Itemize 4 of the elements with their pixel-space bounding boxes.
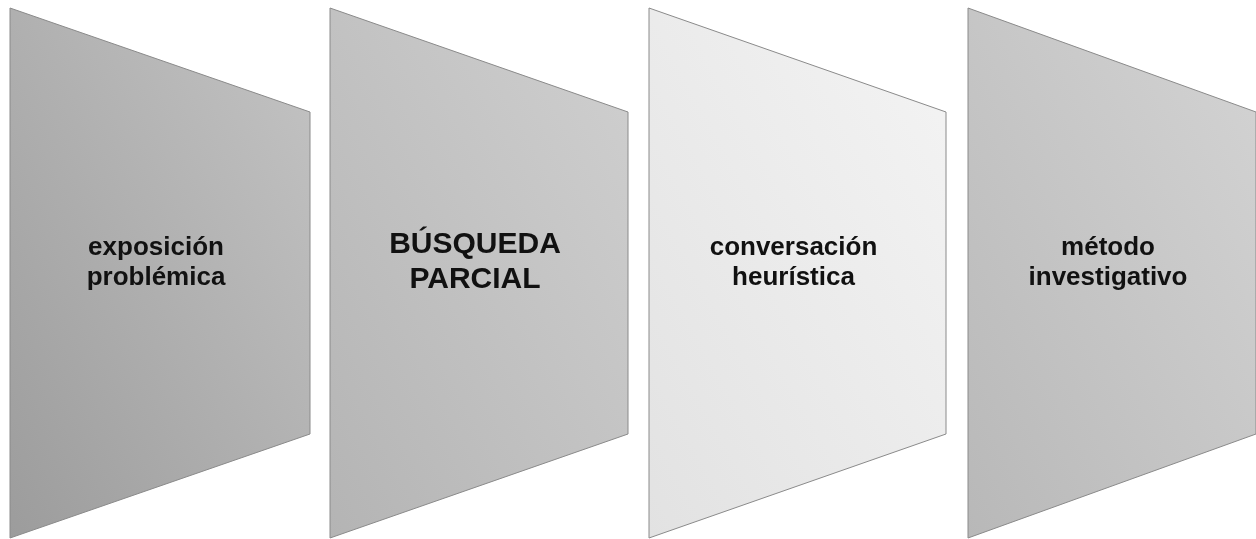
node-label: conversación heurística [708, 232, 879, 292]
node-label: exposición problémica [85, 232, 227, 292]
node-label: BÚSQUEDA PARCIAL [388, 226, 562, 295]
node-label: método investigativo [1027, 232, 1189, 292]
